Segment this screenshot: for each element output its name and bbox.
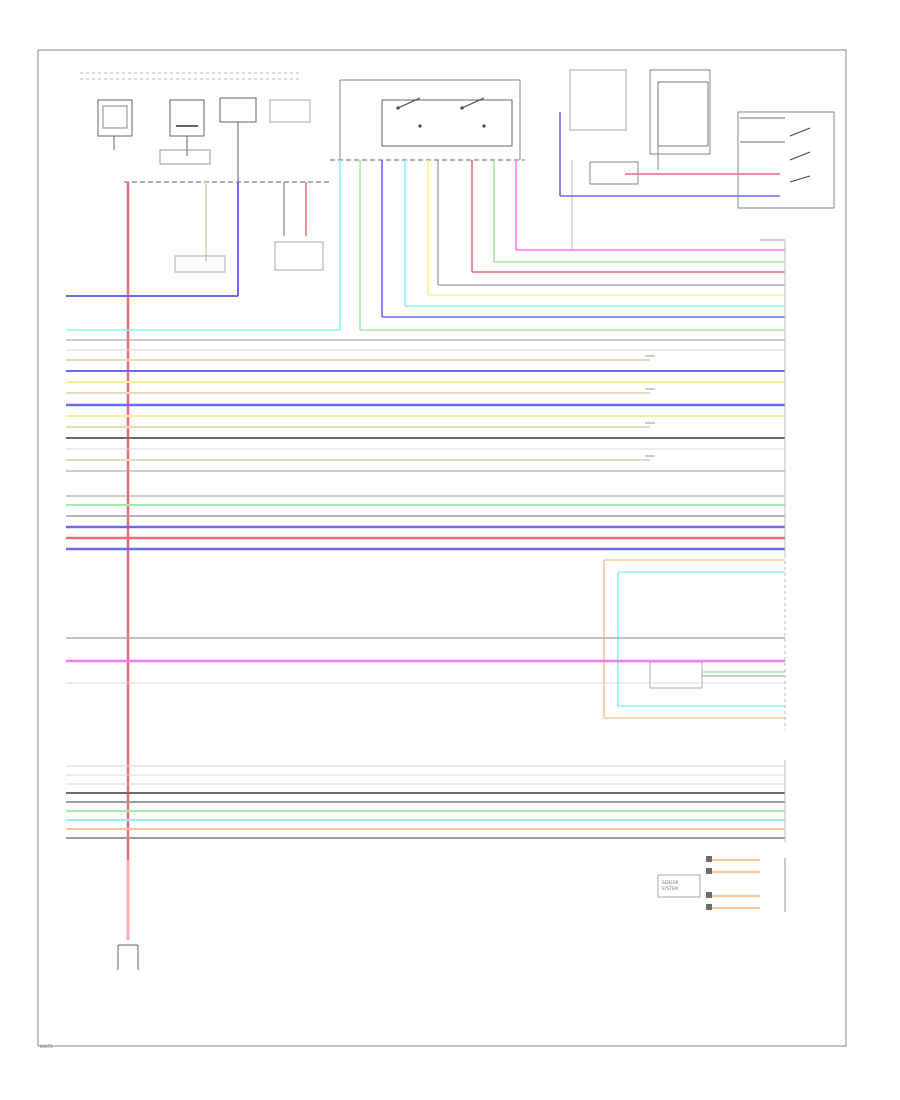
right-components — [569, 69, 835, 250]
bundle-markers — [645, 355, 655, 457]
lower-wire-bundle — [66, 765, 785, 839]
combination-meter-assembly — [80, 72, 311, 182]
system-label: SYSTEM — [662, 886, 678, 891]
front-window-switch — [339, 79, 521, 160]
sensor-label: SENSOR — [662, 880, 679, 885]
bottom-right-sensor: SENSOR SYSTEM — [657, 856, 786, 912]
diagram-frame — [37, 49, 847, 1047]
diagram-code: 89671 — [40, 1044, 53, 1049]
ground-connector — [117, 860, 139, 970]
horizontal-wire-bundle — [66, 339, 785, 551]
